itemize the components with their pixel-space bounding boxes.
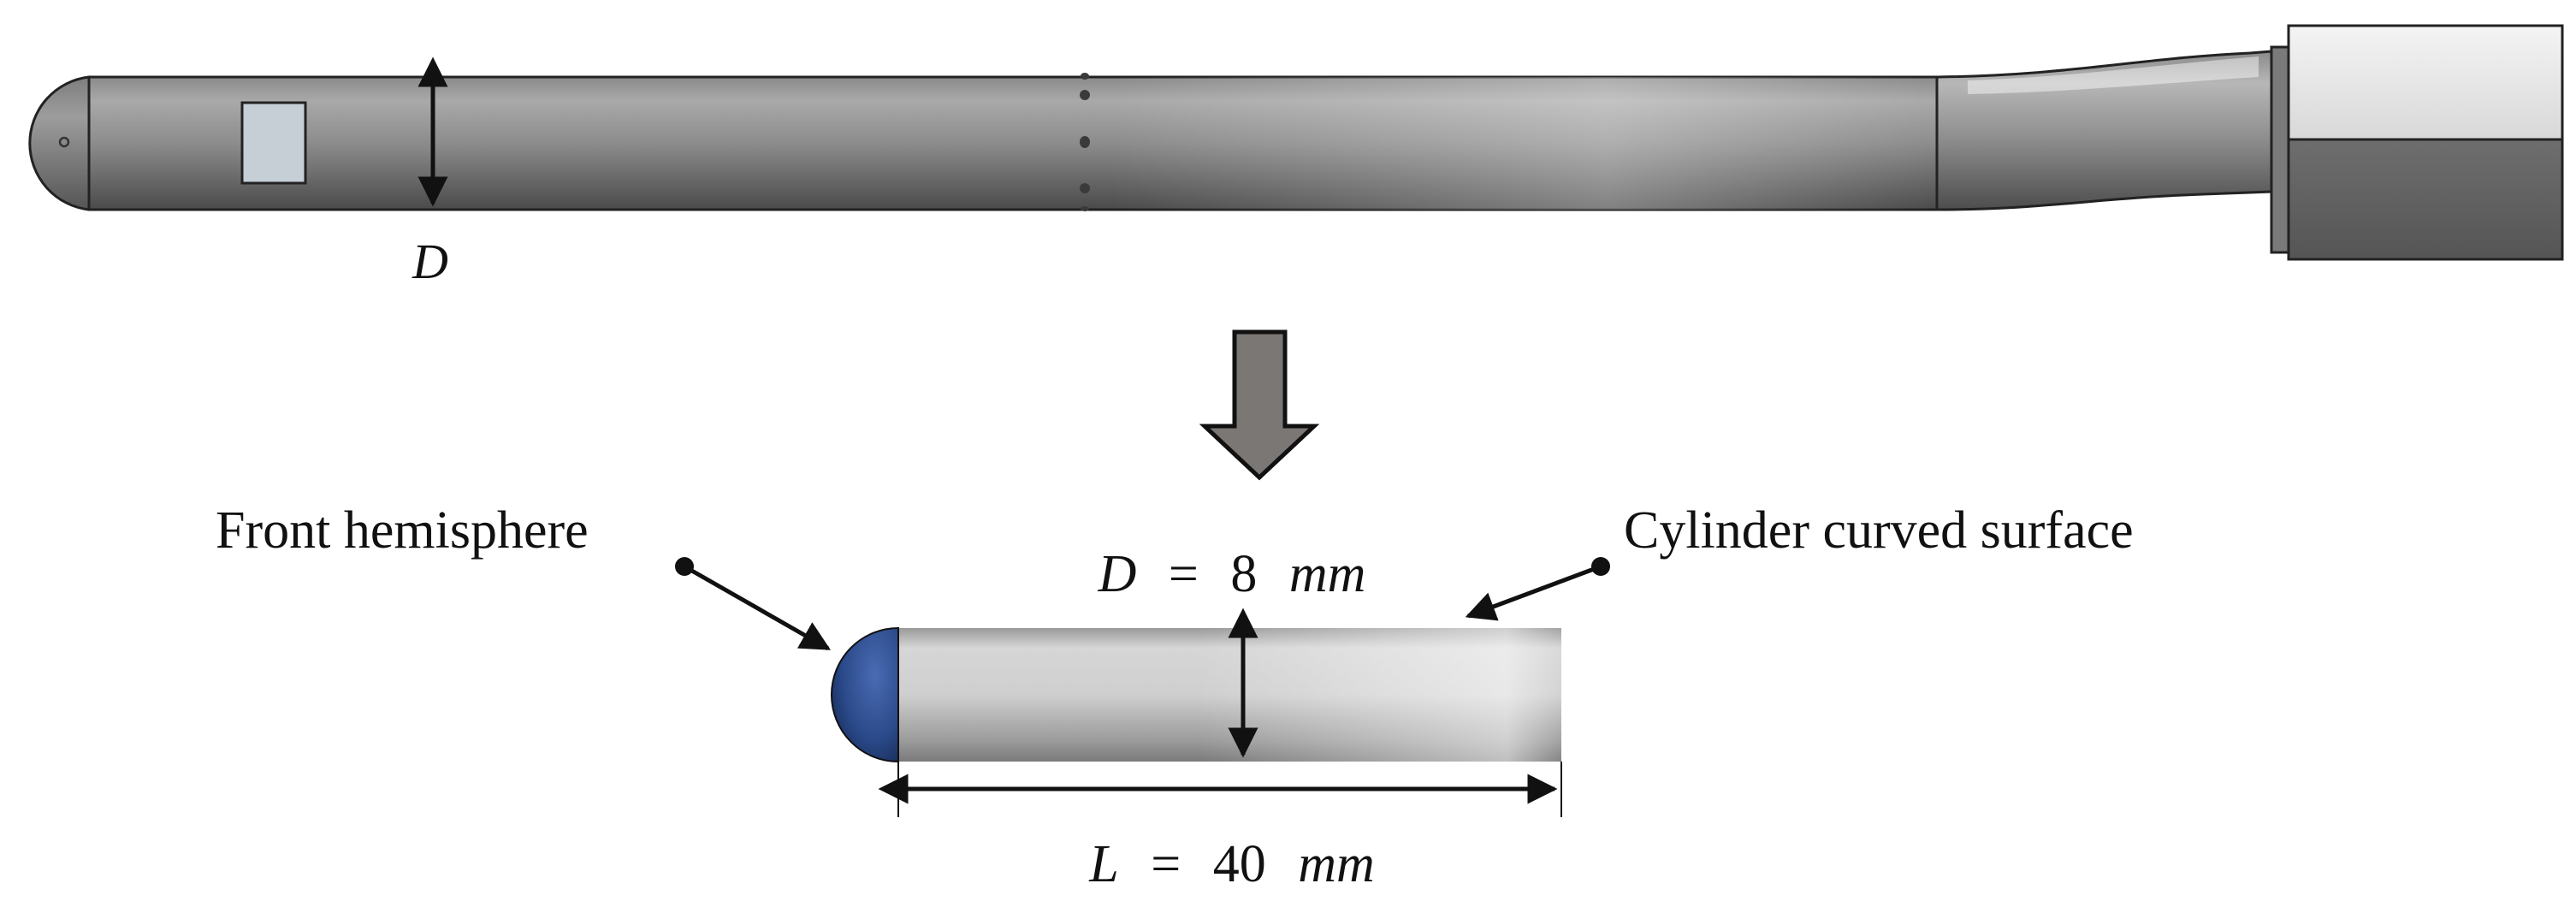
l-eq-equals: = bbox=[1151, 835, 1181, 893]
full-probe: D bbox=[28, 24, 2564, 289]
nose-port bbox=[58, 136, 70, 148]
cylinder-leader bbox=[1465, 557, 1610, 621]
down-arrow bbox=[1199, 329, 1320, 481]
probe-window bbox=[240, 101, 307, 185]
hex-fitting bbox=[2287, 24, 2564, 261]
front-hemisphere bbox=[831, 626, 899, 763]
d-eq-equals: = bbox=[1169, 545, 1199, 603]
simplified-model: Front hemisphere Cylinder curved surface… bbox=[216, 501, 2134, 893]
l-equation: L = 40 mm bbox=[1088, 835, 1375, 893]
d-eq-value: 8 bbox=[1230, 545, 1257, 603]
l-eq-symbol: L bbox=[1088, 835, 1118, 893]
d-equation: D = 8 mm bbox=[1098, 545, 1366, 603]
l-eq-value: 40 bbox=[1213, 835, 1266, 893]
d-eq-unit: mm bbox=[1289, 545, 1366, 603]
d-dimension-label: D bbox=[412, 234, 448, 289]
cylinder-surface-label: Cylinder curved surface bbox=[1624, 501, 2134, 560]
pressure-ports bbox=[1080, 73, 1090, 211]
hemisphere-leader bbox=[675, 557, 832, 651]
d-eq-symbol: D bbox=[1098, 545, 1137, 603]
l-eq-unit: mm bbox=[1298, 835, 1375, 893]
probe-collar bbox=[2270, 45, 2290, 254]
front-hemisphere-label: Front hemisphere bbox=[216, 501, 589, 560]
